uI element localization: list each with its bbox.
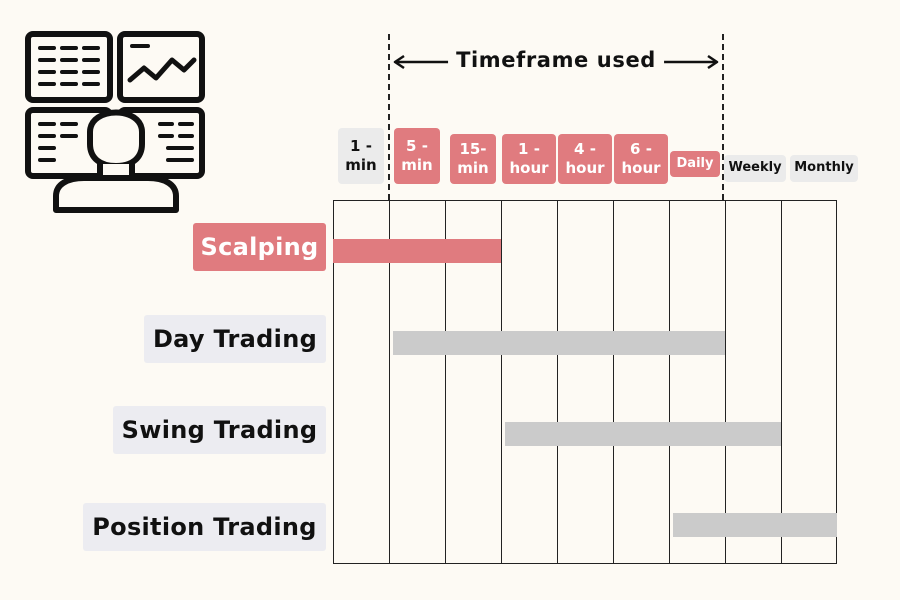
timeframe-chip-1-hour: 1 - hour	[502, 134, 556, 184]
timeframe-chip-1-min: 1 - min	[338, 128, 384, 184]
timeframe-header: Timeframe used	[388, 34, 724, 92]
range-start-divider	[388, 34, 390, 200]
grid-column-line	[557, 201, 558, 563]
range-end-divider	[722, 34, 724, 200]
grid-column-line	[669, 201, 670, 563]
style-label-day-trading: Day Trading	[144, 315, 326, 363]
bar-scalping	[333, 239, 501, 263]
timeframe-chip-daily: Daily	[670, 151, 720, 177]
timeframe-chip-5-min: 5 - min	[394, 128, 440, 184]
trader-monitors-icon	[25, 31, 205, 213]
timeframe-chip-15-min: 15- min	[450, 134, 496, 184]
bar-swing-trading	[505, 422, 781, 446]
header-title: Timeframe used	[448, 48, 664, 72]
style-label-scalping: Scalping	[193, 223, 326, 271]
style-label-position-trading: Position Trading	[83, 503, 326, 551]
grid-column-line	[501, 201, 502, 563]
timeline-grid	[333, 200, 837, 564]
grid-column-line	[613, 201, 614, 563]
timeframe-chip-monthly: Monthly	[790, 155, 858, 182]
grid-column-line	[389, 201, 390, 563]
bar-day-trading	[393, 331, 725, 355]
timeframe-chip-4-hour: 4 - hour	[558, 134, 612, 184]
timeframe-chip-weekly: Weekly	[724, 155, 786, 182]
grid-column-line	[445, 201, 446, 563]
grid-column-line	[781, 201, 782, 563]
style-label-swing-trading: Swing Trading	[113, 406, 326, 454]
bar-position-trading	[673, 513, 837, 537]
grid-column-line	[725, 201, 726, 563]
timeframe-chip-6-hour: 6 - hour	[614, 134, 668, 184]
